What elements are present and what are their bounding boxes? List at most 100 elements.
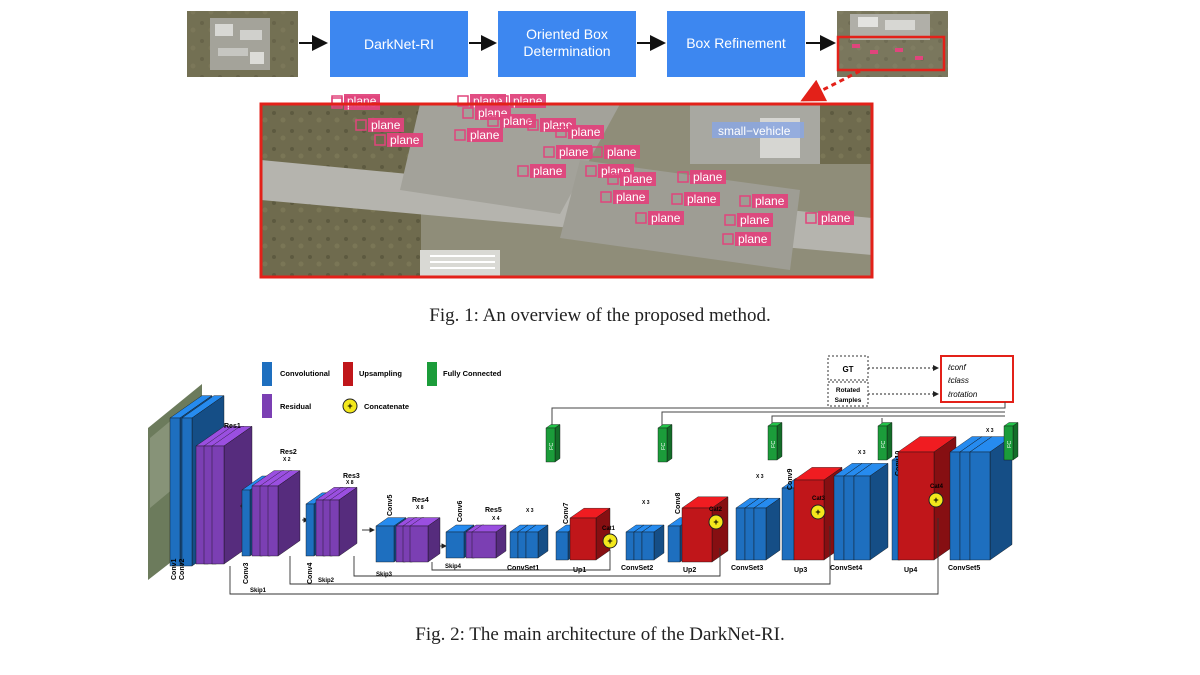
conv1-label: Conv1 (171, 559, 178, 581)
fc-label: FC (771, 441, 777, 448)
fc3-block (767, 422, 783, 461)
res3-label: Res3 (343, 473, 360, 480)
plane-detection: plane (671, 192, 720, 206)
svg-text:Oriented Box: Oriented Box (526, 26, 608, 42)
cat4-label: Cat4 (930, 484, 944, 490)
plane-detection: plane (591, 145, 640, 159)
legend-upsampling-label: Upsampling (359, 369, 402, 378)
darknet-ri-box: DarkNet-RI (330, 11, 468, 77)
plane-label: plane (371, 118, 401, 132)
fc-label: FC (1007, 441, 1013, 448)
plane-detection: plane (722, 232, 771, 246)
up2-label: Up2 (683, 567, 696, 574)
plane-label: plane (347, 94, 377, 108)
plane-label: plane (651, 211, 681, 225)
plane-detection: plane (543, 145, 592, 159)
figure-2-architecture: Convolutional Upsampling Fully Connected… (148, 355, 1019, 595)
plane-detection: plane (739, 194, 788, 208)
convset2-block-c (641, 524, 665, 561)
loss-block: GT Rotated Samples ℓconf ℓclass ℓrotatio… (827, 355, 1014, 407)
svg-text:Samples: Samples (835, 397, 862, 404)
box-refinement-box: Box Refinement (667, 11, 805, 77)
plane-label: plane (533, 164, 563, 178)
convset1-block-c (525, 524, 549, 559)
skip4-label: Skip4 (445, 564, 462, 570)
svg-text:Rotated: Rotated (836, 387, 860, 394)
up2-block (681, 496, 729, 563)
convset2-mult: X 3 (642, 500, 650, 506)
up3-label: Up3 (794, 567, 807, 574)
plane-label: plane (687, 192, 717, 206)
convset4-label: ConvSet4 (830, 565, 862, 572)
svg-text:+: + (347, 401, 352, 411)
res5-mult: X 4 (492, 516, 500, 522)
legend-concat-label: Concatenate (364, 402, 409, 411)
legend-concat-icon (342, 398, 358, 414)
svg-text:+: + (713, 517, 718, 527)
legend: Convolutional Upsampling Fully Connected… (262, 362, 502, 418)
plane-detection: plane (487, 114, 536, 128)
legend-conv-label: Convolutional (280, 369, 330, 378)
fc5-block (1003, 422, 1019, 461)
up1-block (569, 507, 611, 561)
plane-detection: plane (331, 94, 380, 108)
plane-detections: planeplaneplaneplaneplaneplaneplaneplane… (331, 94, 854, 246)
res4-mult: X 8 (416, 505, 424, 511)
plane-detection: plane (635, 211, 684, 225)
plane-detection: plane (355, 118, 404, 132)
cat3-label: Cat3 (812, 496, 826, 502)
res1-label: Res1 (224, 423, 241, 430)
svg-text:+: + (607, 536, 612, 546)
svg-text:Determination: Determination (523, 43, 610, 59)
res2-mult: X 2 (283, 457, 291, 463)
small-vehicle-box (712, 122, 804, 138)
legend-conv-swatch (262, 362, 272, 386)
fc-connectors (551, 402, 1006, 426)
conv3-label: Conv3 (243, 563, 250, 585)
figure-1-caption: Fig. 1: An overview of the proposed meth… (429, 305, 771, 326)
plane-label: plane (390, 133, 420, 147)
legend-fc-swatch (427, 362, 437, 386)
plane-label: plane (693, 170, 723, 184)
plane-detection: plane (600, 190, 649, 204)
convset4-block-c (853, 463, 889, 561)
skip3-label: Skip3 (376, 572, 393, 578)
svg-text:ℓclass: ℓclass (947, 376, 969, 385)
plane-label: plane (571, 125, 601, 139)
output-zoom-region (836, 35, 946, 72)
plane-detection: plane (724, 213, 773, 227)
figure-2-caption: Fig. 2: The main architecture of the Dar… (415, 624, 785, 645)
up1-label: Up1 (573, 567, 586, 574)
plane-detection: plane (374, 133, 423, 147)
res5-label: Res5 (485, 507, 502, 514)
convset5-mult: X 3 (986, 428, 994, 434)
plane-detection: plane (454, 128, 503, 142)
cat1-label: Cat1 (602, 526, 616, 532)
cat4-concat: + (928, 492, 944, 508)
convset5-label: ConvSet5 (948, 565, 980, 572)
plane-label: plane (607, 145, 637, 159)
res5-block-b (471, 524, 507, 559)
plane-label: plane (559, 145, 589, 159)
convset3-block-c (753, 497, 781, 561)
res4-block-c (409, 517, 441, 563)
up4-label: Up4 (904, 567, 917, 574)
fc2-block (657, 424, 673, 463)
legend-residual-label: Residual (280, 402, 311, 411)
plane-label: plane (738, 232, 768, 246)
convset3-mult: X 3 (756, 474, 764, 480)
plane-detection: plane (805, 211, 854, 225)
conv7-label: Conv7 (563, 503, 570, 525)
res2-block-c (267, 470, 301, 557)
plane-detection: plane (607, 172, 656, 186)
conv9-label: Conv9 (787, 469, 794, 491)
skip-connections (229, 518, 939, 595)
svg-text:+: + (933, 495, 938, 505)
convset1-mult: X 3 (526, 508, 534, 514)
output-aerial-thumbnail (836, 11, 948, 77)
conv6-label: Conv6 (457, 501, 464, 523)
cat2-label: Cat2 (709, 507, 723, 513)
cat3-concat: + (810, 504, 826, 520)
up4-block (897, 436, 957, 561)
cat1-concat: + (602, 533, 618, 549)
